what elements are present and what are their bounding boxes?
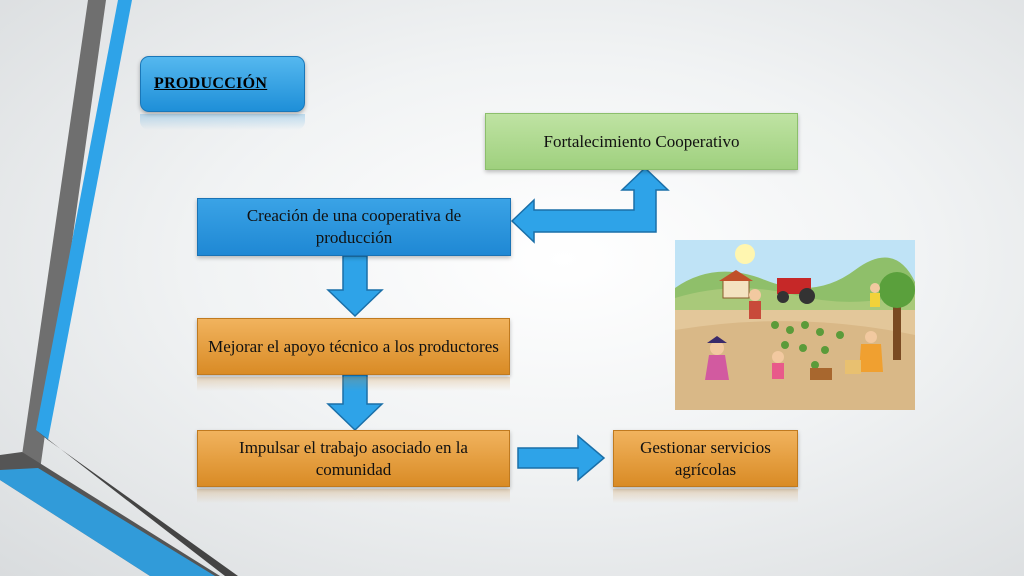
arrow-down-2 — [326, 374, 384, 432]
node-trabajo: Impulsar el trabajo asociado en la comun… — [197, 430, 510, 487]
node-cooperativa-label: Creación de una cooperativa de producció… — [246, 206, 462, 247]
node-servicios-label: Gestionar servicios agrícolas — [640, 437, 771, 479]
farming-illustration — [675, 240, 915, 410]
node-fortalecimiento: Fortalecimiento Cooperativo — [485, 113, 798, 170]
arrow-right — [517, 434, 606, 482]
title-box: PRODUCCIÓN — [140, 56, 305, 112]
gray-stripe — [22, 0, 106, 470]
node-cooperativa: Creación de una cooperativa de producció… — [197, 198, 511, 256]
arrow-elbow — [510, 166, 670, 244]
node-fortalecimiento-label: Fortalecimiento Cooperativo — [543, 131, 740, 151]
node-apoyo: Mejorar el apoyo técnico a los productor… — [197, 318, 510, 375]
title-reflection — [140, 114, 305, 130]
node-servicios: Gestionar servicios agrícolas — [613, 430, 798, 487]
node-apoyo-label: Mejorar el apoyo técnico a los productor… — [208, 336, 499, 356]
arrow-down-1 — [326, 255, 384, 318]
node-servicios-reflection — [613, 489, 798, 503]
node-trabajo-reflection — [197, 489, 510, 503]
page-title: PRODUCCIÓN — [154, 75, 268, 92]
node-apoyo-reflection — [197, 377, 510, 391]
blue-band — [0, 468, 215, 576]
blue-stripe — [36, 0, 132, 440]
node-trabajo-label: Impulsar el trabajo asociado en la comun… — [239, 437, 468, 479]
